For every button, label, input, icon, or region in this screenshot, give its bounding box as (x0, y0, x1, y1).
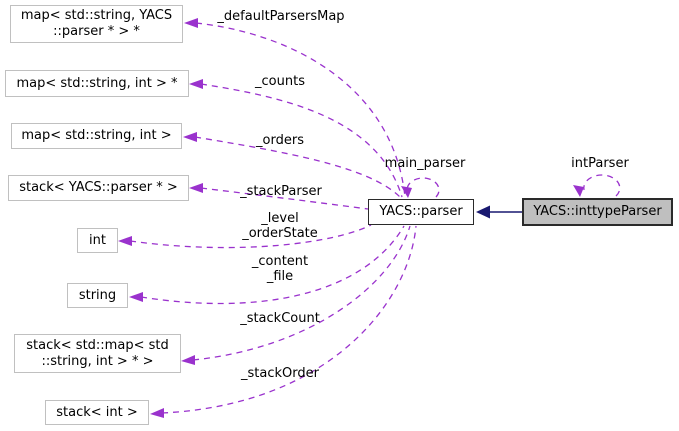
node-yacs-inttypeparser: YACS::inttypeParser (522, 198, 673, 226)
edge-orders (194, 136, 401, 198)
edge-defaultparsersmap (195, 22, 406, 198)
node-stack-yacs-parser: stack< YACS::parser * > (8, 175, 189, 201)
edge-content-file (140, 225, 405, 305)
node-stack-map: stack< std::map< std ::string, int > * > (14, 334, 181, 373)
node-stack-int: stack< int > (45, 400, 149, 425)
arrowhead-orders (183, 132, 197, 142)
edge-label-stackparser: _stackParser (240, 184, 322, 199)
node-yacs-parser[interactable]: YACS::parser (368, 199, 474, 225)
arrowhead-content-file (129, 292, 143, 302)
edge-label-defaultparsersmap: _defaultParsersMap (217, 9, 345, 24)
edge-level-orderstate (129, 224, 372, 249)
edge-stackparser (200, 187, 369, 210)
node-string: string (67, 283, 128, 308)
edge-main-parser-selfloop (406, 177, 440, 198)
arrowhead-defaultparsersmap (184, 18, 198, 28)
edge-label-level-orderstate: _level _orderState (242, 211, 318, 241)
edge-intparser-selfloop (583, 174, 621, 197)
node-map-string-int-ptr: map< std::string, int > * (5, 70, 189, 97)
node-int: int (77, 228, 118, 253)
arrowhead-stackparser (189, 183, 203, 193)
edge-label-main-parser: main_parser (384, 156, 466, 171)
edge-label-counts: _counts (255, 74, 305, 89)
arrowhead-stackcount (181, 355, 195, 365)
edge-label-stackorder: _stackOrder (241, 366, 319, 381)
edge-label-content-file: _content _file (251, 254, 309, 284)
arrowhead-counts (189, 79, 203, 89)
edge-label-intparser: intParser (571, 156, 629, 171)
edge-stackcount (192, 225, 411, 361)
arrowhead-level-orderstate (118, 236, 132, 246)
edge-label-orders: _orders (256, 133, 304, 148)
edge-label-stackcount: _stackCount (240, 311, 320, 326)
node-map-string-yacs-parser: map< std::string, YACS ::parser * > * (10, 5, 183, 43)
arrowhead-stackorder (150, 408, 164, 418)
node-map-string-int: map< std::string, int > (11, 123, 182, 149)
edge-counts (200, 83, 403, 198)
arrowhead-main-parser (401, 186, 412, 198)
arrowhead-intparser (573, 185, 584, 197)
edge-stackorder (161, 225, 417, 414)
arrowhead-inheritance (476, 205, 490, 219)
